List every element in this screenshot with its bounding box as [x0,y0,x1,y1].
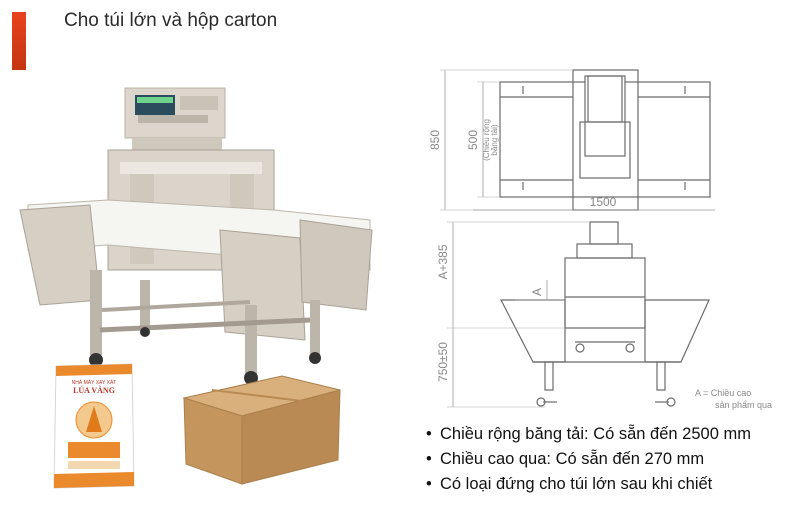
bag-brand-line2: LÚA VÀNG [73,385,115,395]
note-line2: sản phẩm qua [715,400,773,410]
bag-brand-line1: NHÀ MÁY XAY XÁT [72,379,117,386]
feature-list: •Chiều rộng băng tải: Có sẵn đến 2500 mm… [426,422,751,497]
feature-text: Chiều cao qua: Có sẵn đến 270 mm [440,450,705,468]
note-line1: A = Chiều cao [695,388,752,398]
dim-850: 850 [428,130,442,150]
belt-width-note-2: băng tải) [490,124,499,155]
rice-bag-image: NHÀ MÁY XAY XÁT LÚA VÀNG [53,363,135,489]
metal-detector-machine-image [19,87,373,385]
dim-750: 750±50 [436,342,450,382]
feature-item: •Có loại đứng cho túi lớn sau khi chiết [426,475,713,493]
dim-a: A [530,288,544,296]
note: A = Chiều cao sản phẩm qua [695,387,772,411]
carton-box-image [182,375,341,485]
dim-1500: 1500 [590,195,617,209]
accent-bar [12,12,26,70]
feature-text: Chiều rộng băng tải: Có sẵn đến 2500 mm [440,425,751,443]
page-title: Cho túi lớn và hộp carton [64,10,278,31]
feature-item: •Chiều rộng băng tải: Có sẵn đến 2500 mm [426,425,751,443]
dim-500: 500 [466,130,480,150]
belt-width-note-1: (Chiều rộng [482,119,491,161]
feature-text: Có loại đứng cho túi lớn sau khi chiết [440,475,713,493]
dim-a-385: A+385 [436,244,450,279]
feature-item: •Chiều cao qua: Có sẵn đến 270 mm [426,450,705,468]
technical-drawing: 850 500 (Chiều rộng băng tải) 1500 A+385… [428,69,715,408]
